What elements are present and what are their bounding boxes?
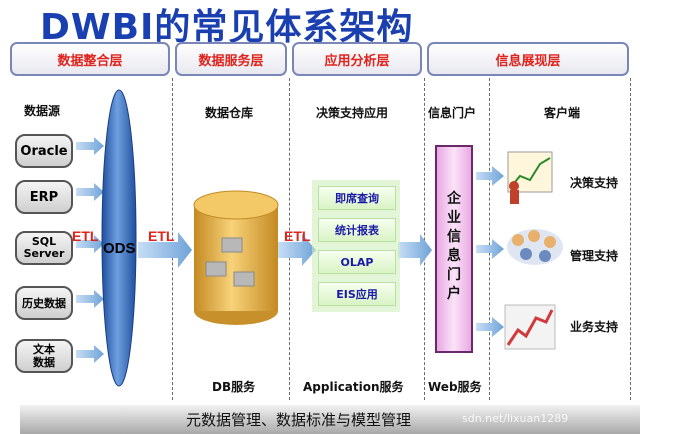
service-web: Web服务 xyxy=(428,380,482,394)
source-arrows xyxy=(76,137,104,363)
etl-arrow-dw-to-app xyxy=(278,234,316,266)
footer-bar xyxy=(20,405,640,434)
app-ad-hoc-query: 即席查询 xyxy=(318,186,396,210)
divider xyxy=(289,78,290,400)
source-sql-server: SQL Server xyxy=(15,231,73,265)
client-decision-support: 决策支持 xyxy=(570,176,619,190)
business-support-icon xyxy=(504,304,556,350)
client-management-support: 管理支持 xyxy=(570,249,619,263)
source-erp: ERP xyxy=(15,180,73,214)
app-olap: OLAP xyxy=(318,250,396,274)
datasource-label: 数据源 xyxy=(24,104,61,118)
ods-label: ODS xyxy=(103,240,136,257)
watermark: sdn.net/lixuan1289 xyxy=(462,412,569,425)
arrow-app-to-portal xyxy=(398,234,432,266)
etl-label-3: ETL xyxy=(284,228,311,244)
client-label: 客户端 xyxy=(544,106,581,120)
client-business-support: 业务支持 xyxy=(570,320,619,334)
warehouse-cylinder xyxy=(193,190,279,325)
divider xyxy=(489,78,490,400)
layer-header-integration: 数据整合层 xyxy=(10,42,170,76)
ods-ellipse xyxy=(101,89,137,387)
app-eis: EIS应用 xyxy=(318,282,396,306)
portal-box xyxy=(435,145,473,353)
warehouse-label: 数据仓库 xyxy=(205,106,254,120)
decision-app-label: 决策支持应用 xyxy=(316,106,389,120)
layer-header-analysis: 应用分析层 xyxy=(292,42,422,76)
decision-support-icon xyxy=(507,151,553,204)
etl-arrow-ods-to-dw xyxy=(138,232,192,268)
portal-box-text: 企业信息门户 xyxy=(447,191,461,302)
divider xyxy=(424,78,425,400)
management-support-icon xyxy=(507,229,563,265)
source-history-data: 历史数据 xyxy=(15,286,73,320)
source-oracle: Oracle xyxy=(15,134,73,168)
footer-text: 元数据管理、数据标准与模型管理 xyxy=(186,411,412,429)
portal-label: 信息门户 xyxy=(428,106,477,120)
client-arrows xyxy=(476,166,504,337)
page-title: DWBI的常见体系架构 xyxy=(40,7,414,48)
etl-label-1: ETL xyxy=(72,228,99,244)
service-application: Application服务 xyxy=(303,380,404,394)
service-db: DB服务 xyxy=(212,380,256,394)
source-text-data: 文本数据 xyxy=(15,339,73,373)
divider xyxy=(172,78,173,400)
layer-header-service: 数据服务层 xyxy=(175,42,287,76)
layer-header-presentation: 信息展现层 xyxy=(427,42,629,76)
divider xyxy=(630,78,631,400)
app-stat-report: 统计报表 xyxy=(318,218,396,242)
etl-label-2: ETL xyxy=(148,228,175,244)
